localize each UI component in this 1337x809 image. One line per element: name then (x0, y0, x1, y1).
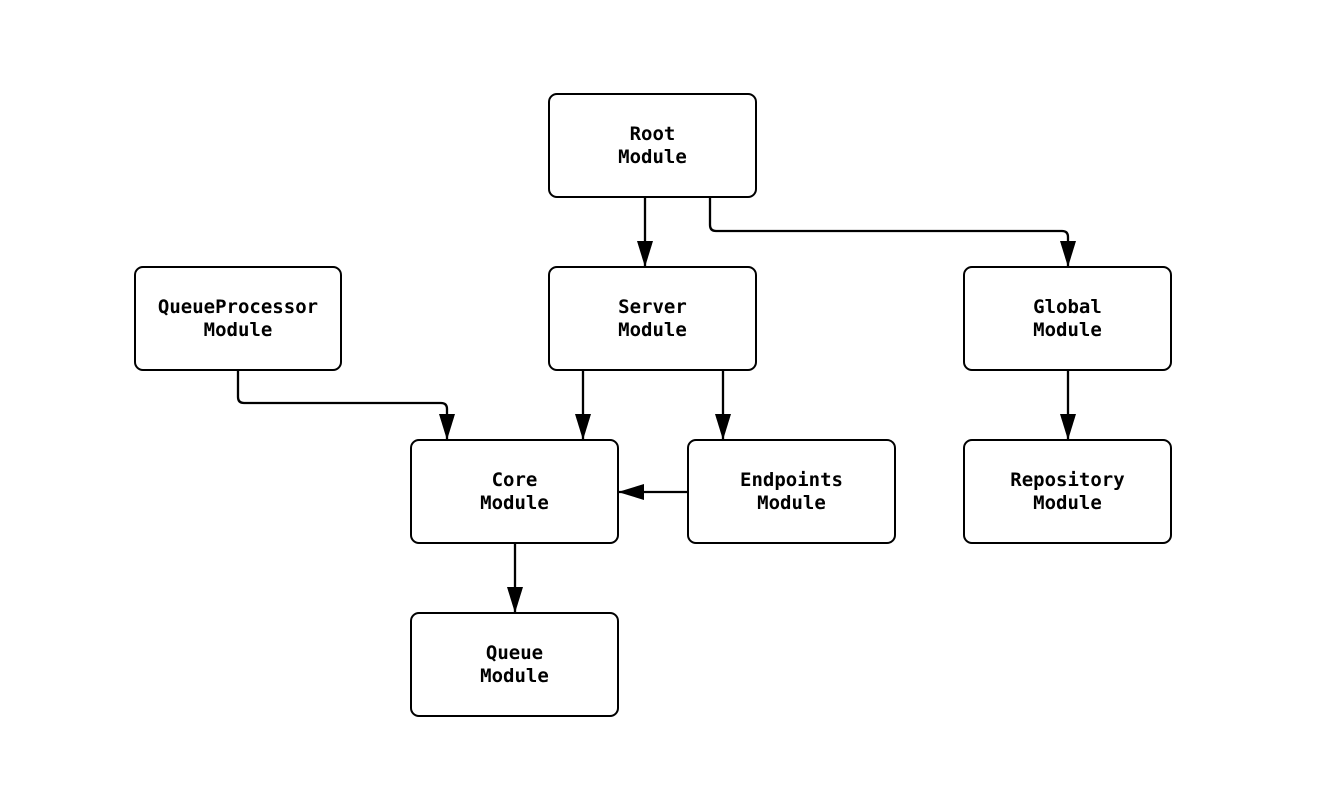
node-label-line: Module (480, 491, 549, 514)
node-label-line: Module (618, 318, 687, 341)
node-label-line: Module (1033, 318, 1102, 341)
node-label-line: Core (491, 468, 538, 491)
node-label-line: Module (203, 318, 273, 341)
edge-queueprocessor-to-core (236, 371, 455, 440)
node-label-line: Queue (485, 641, 544, 664)
node-label-line: Root (629, 122, 676, 145)
edge-root-to-global (708, 198, 1076, 267)
node-label-line: Global (1033, 295, 1102, 318)
node-label-line: Module (1033, 491, 1102, 514)
node-label-line: Module (618, 145, 687, 168)
node-label-line: QueueProcessor (157, 295, 319, 318)
node-label-line: Module (757, 491, 826, 514)
node-label-line: Endpoints (740, 468, 843, 491)
node-label-line: Module (480, 664, 549, 687)
node-label-line: Repository (1010, 468, 1125, 491)
node-label-line: Server (618, 295, 687, 318)
